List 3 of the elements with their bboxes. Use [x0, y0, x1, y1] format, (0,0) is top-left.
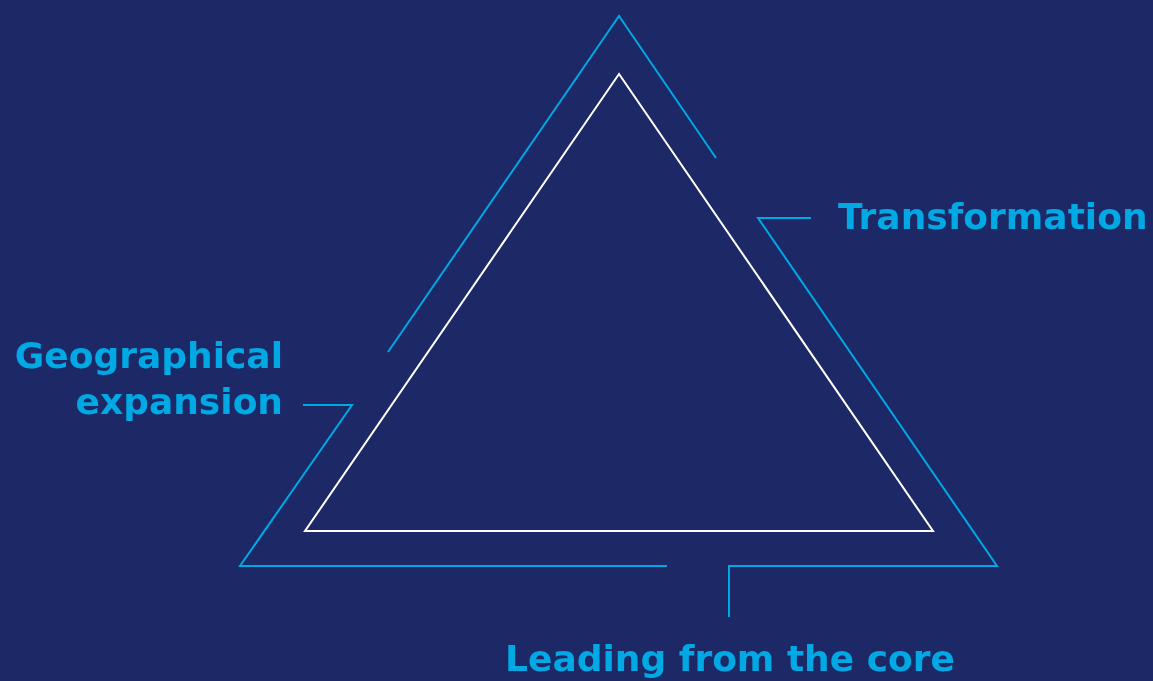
section-label: Leading from the core — [504, 637, 956, 681]
section-label: Transformation — [838, 195, 1149, 239]
section-label: Geographical expansion — [13, 334, 283, 424]
